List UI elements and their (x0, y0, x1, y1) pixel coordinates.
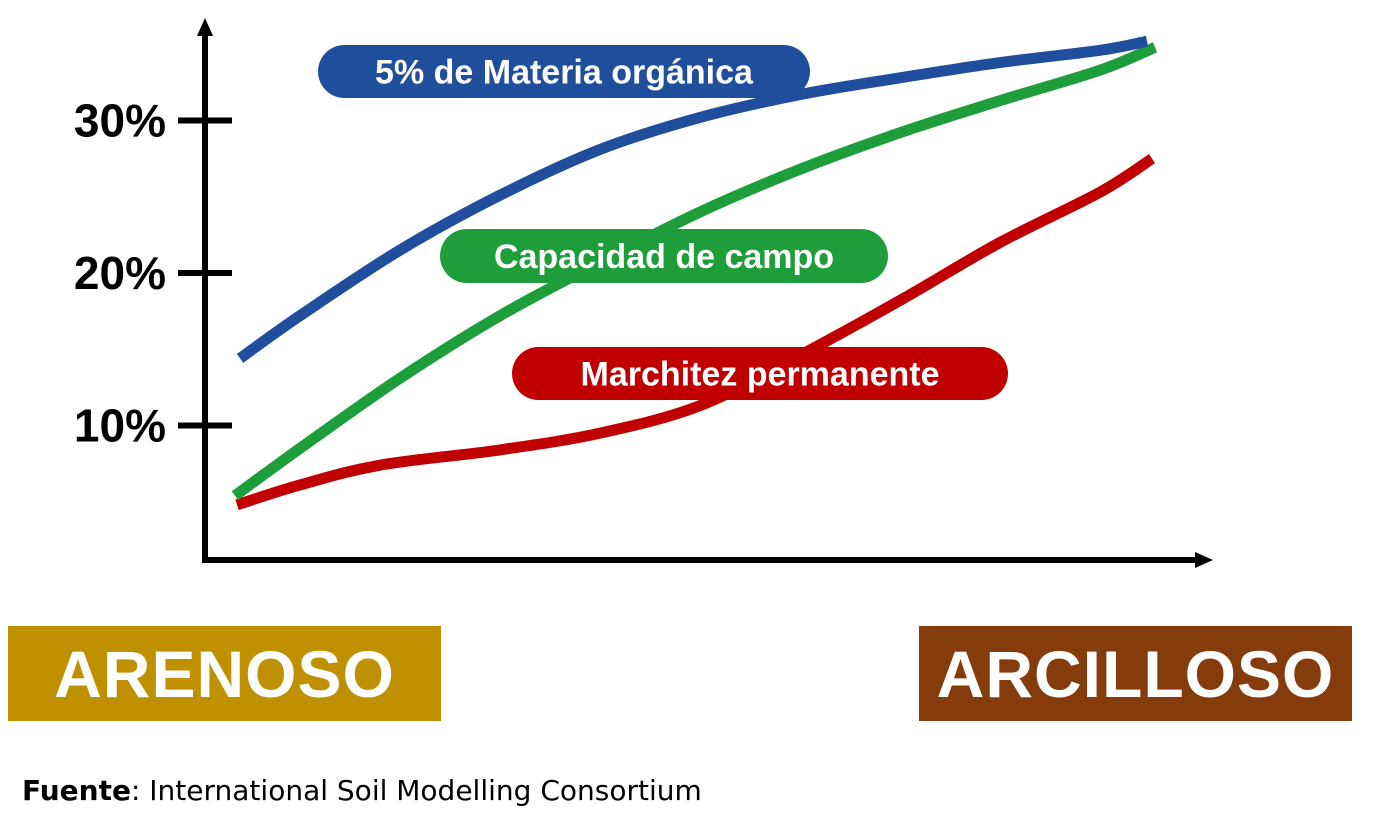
chart: 10% 20% 30% 5% de Materia orgánicaCapacida… (74, 18, 1213, 568)
y-tick-label: 30% (74, 95, 166, 147)
category-sandy-label: ARENOSO (54, 636, 395, 711)
series-label-pill-0 (318, 45, 810, 98)
series-line-0 (236, 35, 1149, 363)
category-clayey: ARCILLOSO (919, 626, 1352, 721)
series-line-1 (231, 42, 1158, 501)
category-clayey-label: ARCILLOSO (936, 636, 1335, 711)
y-axis-arrow-icon (197, 18, 213, 36)
series-label-1: Capacidad de campo (494, 238, 834, 276)
series-label-0: 5% de Materia orgánica (375, 54, 754, 92)
x-axis-arrow-icon (1195, 552, 1213, 568)
source-label: Fuente (22, 774, 131, 807)
series-label-pill-1 (440, 229, 888, 283)
source-note: Fuente: International Soil Modelling Con… (22, 774, 702, 807)
y-tick-label: 20% (74, 247, 166, 299)
category-sandy: ARENOSO (8, 626, 441, 721)
source-text: : International Soil Modelling Consortiu… (130, 774, 702, 807)
y-tick-label: 10% (74, 400, 166, 452)
series-label-pill-2 (512, 347, 1008, 400)
series-label-2: Marchitez permanente (581, 356, 940, 394)
axes (197, 18, 1213, 568)
series-line-2 (235, 154, 1156, 511)
